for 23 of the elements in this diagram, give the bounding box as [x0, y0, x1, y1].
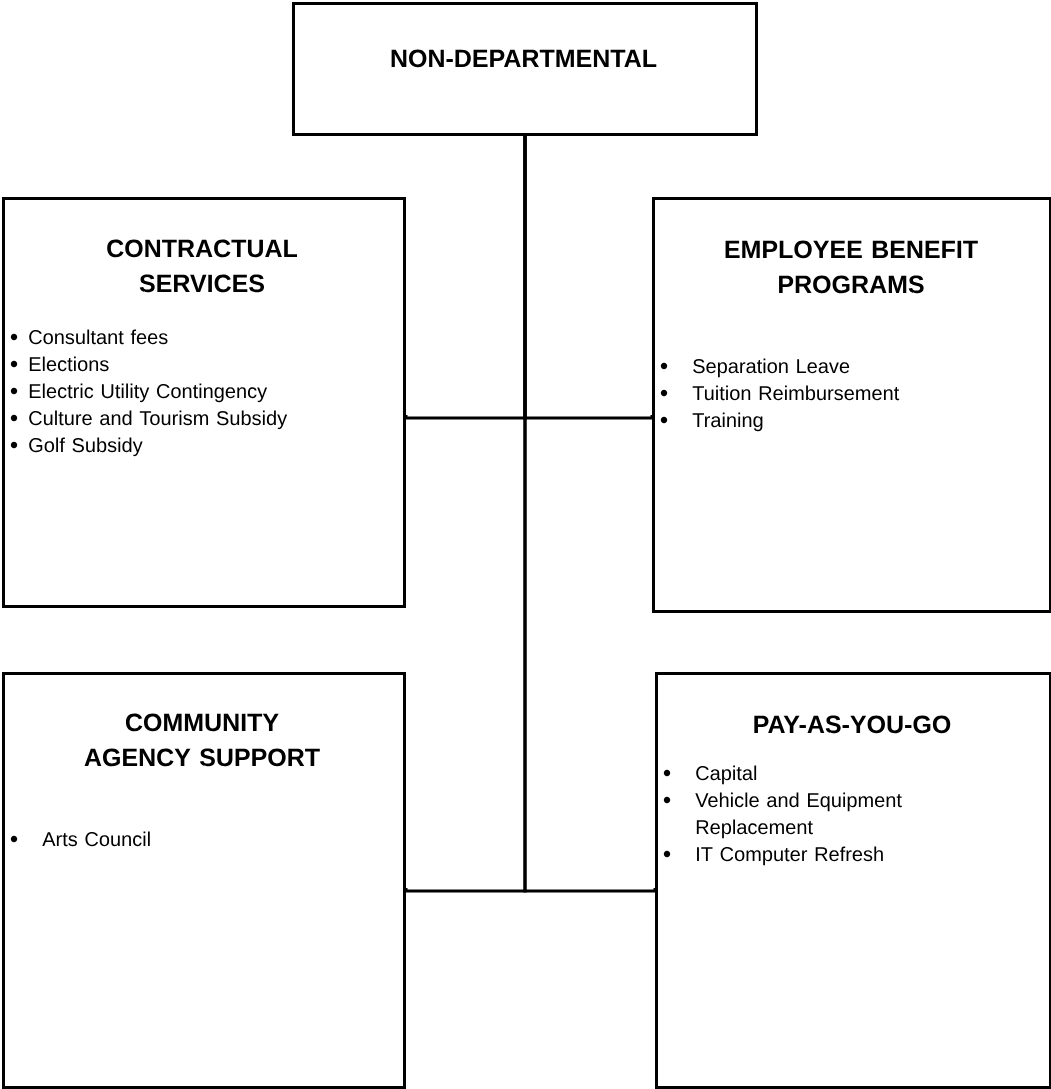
bullet-item: Separation Leave	[660, 358, 850, 378]
bullet-item: IT Computer Refresh	[663, 846, 883, 866]
box-heading: CONTRACTUAL SERVICES	[107, 239, 298, 293]
box-heading: PAY-AS-YOU-GO	[754, 715, 951, 734]
bullet-item: Culture and Tourism Subsidy	[10, 410, 288, 430]
box-heading: NON-DEPARTMENTAL	[391, 49, 657, 68]
bullet-item: Consultant fees	[10, 329, 168, 345]
bullet-item: Training	[660, 412, 763, 432]
box	[2, 197, 406, 608]
box	[292, 2, 758, 136]
bullet-item: Tuition Reimbursement	[660, 385, 900, 401]
bullet-item: Arts Council	[10, 831, 150, 847]
bullet-item: Vehicle and Equipment Replacement	[663, 792, 902, 839]
bullet-item: Elections	[10, 356, 109, 372]
box-heading: COMMUNITY AGENCY SUPPORT	[84, 713, 320, 767]
bullet-item: Capital	[663, 765, 757, 785]
bullet-item: Electric Utility Contingency	[10, 383, 268, 403]
box	[652, 197, 1051, 613]
box	[655, 672, 1051, 1089]
box	[2, 672, 406, 1089]
box-heading: EMPLOYEE BENEFIT PROGRAMS	[725, 240, 978, 294]
connector-line	[523, 136, 657, 893]
bullet-item: Golf Subsidy	[10, 437, 143, 457]
